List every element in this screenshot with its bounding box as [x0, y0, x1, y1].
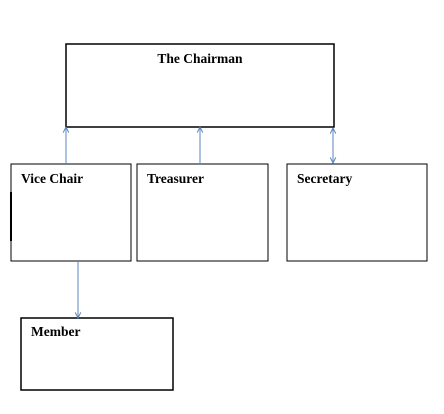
- chairman-box: [65, 43, 335, 128]
- chairman-label: The Chairman: [157, 51, 243, 66]
- member-label: Member: [31, 324, 80, 339]
- member-box: [20, 317, 174, 391]
- chairman-node: The Chairman: [65, 43, 335, 128]
- secretary-box: [286, 163, 428, 262]
- treasurer-node: Treasurer: [136, 163, 269, 262]
- vice-chair-node: Vice Chair: [10, 163, 132, 262]
- secretary-node: Secretary: [286, 163, 428, 262]
- secretary-label: Secretary: [297, 171, 352, 186]
- member-node: Member: [20, 317, 174, 391]
- vice-chair-label: Vice Chair: [21, 171, 83, 186]
- treasurer-box: [136, 163, 269, 262]
- treasurer-label: Treasurer: [147, 171, 204, 186]
- vice-chair-box: [10, 163, 132, 262]
